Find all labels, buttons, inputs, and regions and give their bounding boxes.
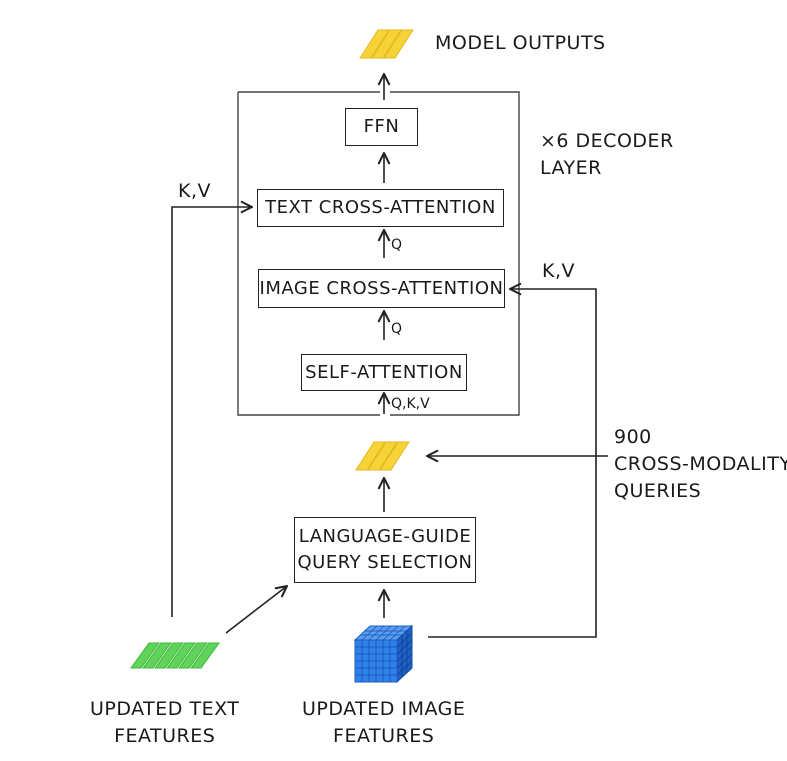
image-features-icon [353, 624, 414, 684]
arrow-image-kv-path [428, 282, 597, 638]
decoder-layer-label: ×6 DECODER LAYER [540, 130, 674, 179]
queries-label: 900 CROSS-MODALITY QUERIES [614, 426, 787, 502]
image-cross-attention-box: IMAGE CROSS-ATTENTION [258, 269, 505, 308]
text-features-icon [130, 642, 220, 669]
self-attention-box: SELF-ATTENTION [301, 354, 467, 391]
image-features-label: UPDATED IMAGE FEATURES [302, 698, 466, 747]
text-features-label: UPDATED TEXT FEATURES [90, 698, 240, 747]
cross-modality-queries-icon [355, 441, 410, 471]
arrow-text-kv-path [171, 200, 254, 617]
q-image-label: Q [391, 321, 403, 337]
model-outputs-label: MODEL OUTPUTS [435, 32, 606, 54]
decoder-layer-bracket [237, 91, 520, 416]
text-cross-attention-box: TEXT CROSS-ATTENTION [257, 189, 504, 227]
model-outputs-icon [359, 29, 414, 59]
qkv-self-label: Q,K,V [391, 396, 430, 412]
arrow-text-to-selection [225, 584, 289, 634]
ffn-box: FFN [345, 108, 418, 146]
image-kv-label: K,V [542, 260, 575, 282]
text-kv-label: K,V [178, 180, 211, 202]
q-text-label: Q [391, 237, 403, 253]
query-selection-box: LANGUAGE-GUIDE QUERY SELECTION [294, 517, 476, 583]
